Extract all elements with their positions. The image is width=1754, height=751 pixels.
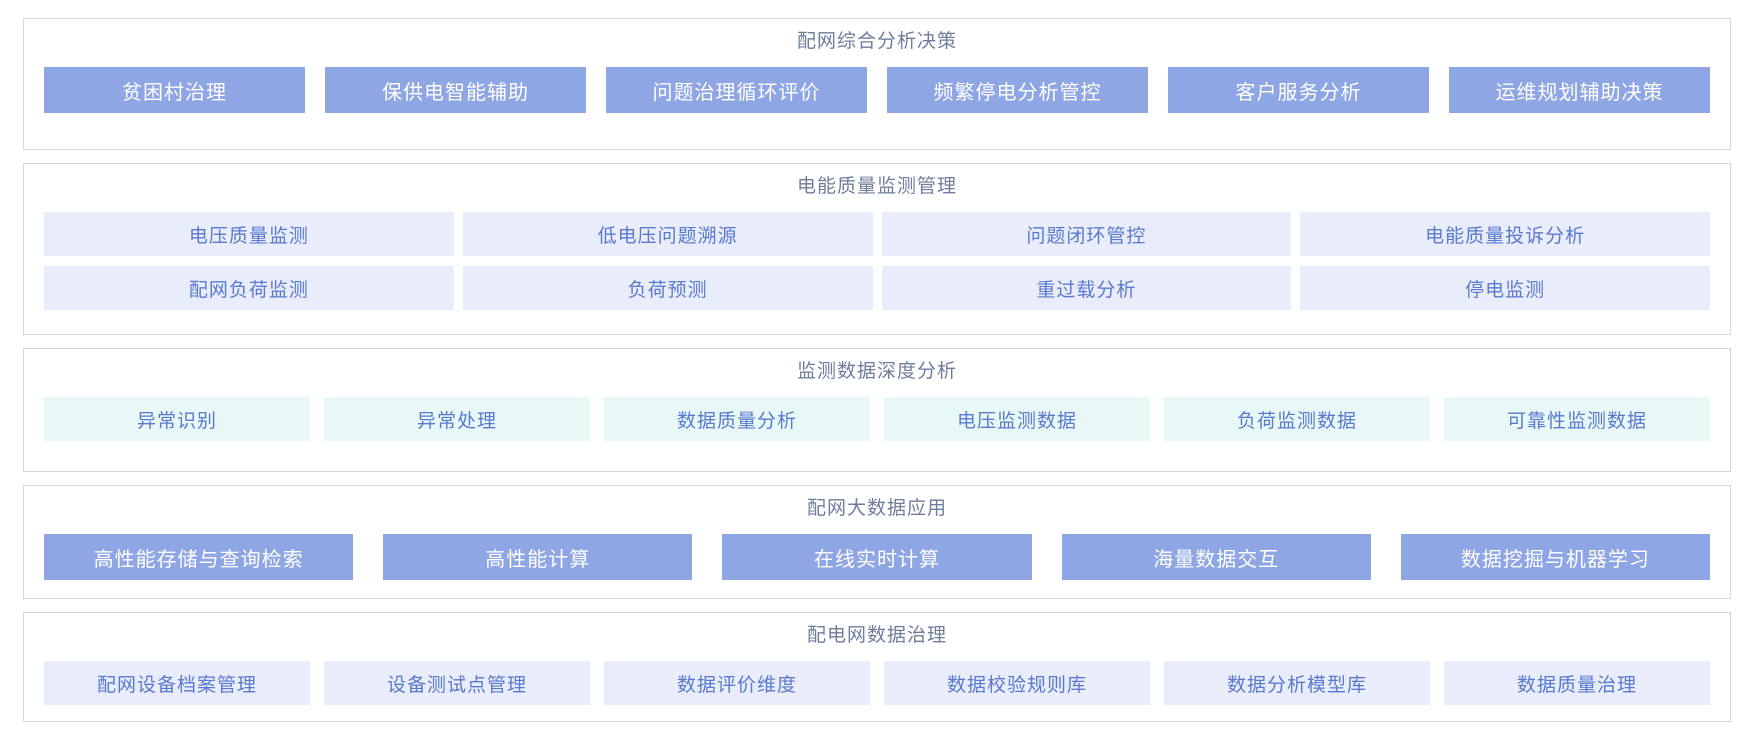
section-title-power-quality-monitoring-management: 电能质量监测管理 <box>796 176 957 197</box>
module-button[interactable]: 问题闭环管控 <box>881 212 1292 256</box>
module-button[interactable]: 重过载分析 <box>881 266 1292 310</box>
module-button[interactable]: 设备测试点管理 <box>324 661 590 705</box>
button-row: 电压质量监测低电压问题溯源问题闭环管控电能质量投诉分析 <box>44 212 1710 256</box>
module-button[interactable]: 高性能计算 <box>383 534 693 580</box>
module-button[interactable]: 数据分析模型库 <box>1164 661 1430 705</box>
module-button[interactable]: 保供电智能辅助 <box>325 67 586 113</box>
module-button[interactable]: 可靠性监测数据 <box>1444 397 1710 441</box>
module-button[interactable]: 数据质量治理 <box>1444 661 1710 705</box>
module-button[interactable]: 问题治理循环评价 <box>606 67 867 113</box>
module-button[interactable]: 负荷监测数据 <box>1164 397 1430 441</box>
module-button[interactable]: 电压监测数据 <box>884 397 1150 441</box>
module-button[interactable]: 负荷预测 <box>462 266 873 310</box>
module-button[interactable]: 高性能存储与查询检索 <box>44 534 354 580</box>
module-button[interactable]: 配网设备档案管理 <box>44 661 310 705</box>
section-panel-comprehensive-analysis-decision: 配网综合分析决策贫困村治理保供电智能辅助问题治理循环评价频繁停电分析管控客户服务… <box>23 18 1731 150</box>
module-button[interactable]: 数据校验规则库 <box>884 661 1150 705</box>
module-button[interactable]: 电能质量投诉分析 <box>1300 212 1710 256</box>
button-row: 配网设备档案管理设备测试点管理数据评价维度数据校验规则库数据分析模型库数据质量治… <box>44 661 1710 705</box>
module-button[interactable]: 异常处理 <box>324 397 590 441</box>
module-button[interactable]: 在线实时计算 <box>722 534 1032 580</box>
section-title-monitoring-data-deep-analysis: 监测数据深度分析 <box>796 361 957 382</box>
section-panel-distribution-network-data-governance: 配电网数据治理配网设备档案管理设备测试点管理数据评价维度数据校验规则库数据分析模… <box>23 612 1731 722</box>
section-title-distribution-big-data-application: 配网大数据应用 <box>806 498 947 519</box>
module-button[interactable]: 停电监测 <box>1300 266 1710 310</box>
button-row: 高性能存储与查询检索高性能计算在线实时计算海量数据交互数据挖掘与机器学习 <box>44 534 1711 580</box>
module-button[interactable]: 低电压问题溯源 <box>462 212 873 256</box>
module-button[interactable]: 运维规划辅助决策 <box>1449 67 1710 113</box>
module-button[interactable]: 海量数据交互 <box>1061 534 1371 580</box>
module-button[interactable]: 配网负荷监测 <box>44 266 454 310</box>
module-button[interactable]: 数据评价维度 <box>604 661 870 705</box>
section-title-distribution-network-data-governance: 配电网数据治理 <box>806 625 947 646</box>
section-panel-monitoring-data-deep-analysis: 监测数据深度分析异常识别异常处理数据质量分析电压监测数据负荷监测数据可靠性监测数… <box>23 348 1731 472</box>
button-row: 配网负荷监测负荷预测重过载分析停电监测 <box>44 266 1710 310</box>
module-button[interactable]: 异常识别 <box>44 397 310 441</box>
module-button[interactable]: 数据质量分析 <box>604 397 870 441</box>
section-panel-distribution-big-data-application: 配网大数据应用高性能存储与查询检索高性能计算在线实时计算海量数据交互数据挖掘与机… <box>23 485 1731 599</box>
module-button[interactable]: 客户服务分析 <box>1168 67 1429 113</box>
section-panel-power-quality-monitoring-management: 电能质量监测管理电压质量监测低电压问题溯源问题闭环管控电能质量投诉分析配网负荷监… <box>23 163 1731 335</box>
module-button[interactable]: 电压质量监测 <box>44 212 454 256</box>
module-button[interactable]: 贫困村治理 <box>44 67 305 113</box>
button-row: 贫困村治理保供电智能辅助问题治理循环评价频繁停电分析管控客户服务分析运维规划辅助… <box>44 67 1710 113</box>
section-title-comprehensive-analysis-decision: 配网综合分析决策 <box>796 31 957 52</box>
module-button[interactable]: 数据挖掘与机器学习 <box>1400 534 1711 580</box>
button-row: 异常识别异常处理数据质量分析电压监测数据负荷监测数据可靠性监测数据 <box>44 397 1710 441</box>
module-button[interactable]: 频繁停电分析管控 <box>887 67 1148 113</box>
